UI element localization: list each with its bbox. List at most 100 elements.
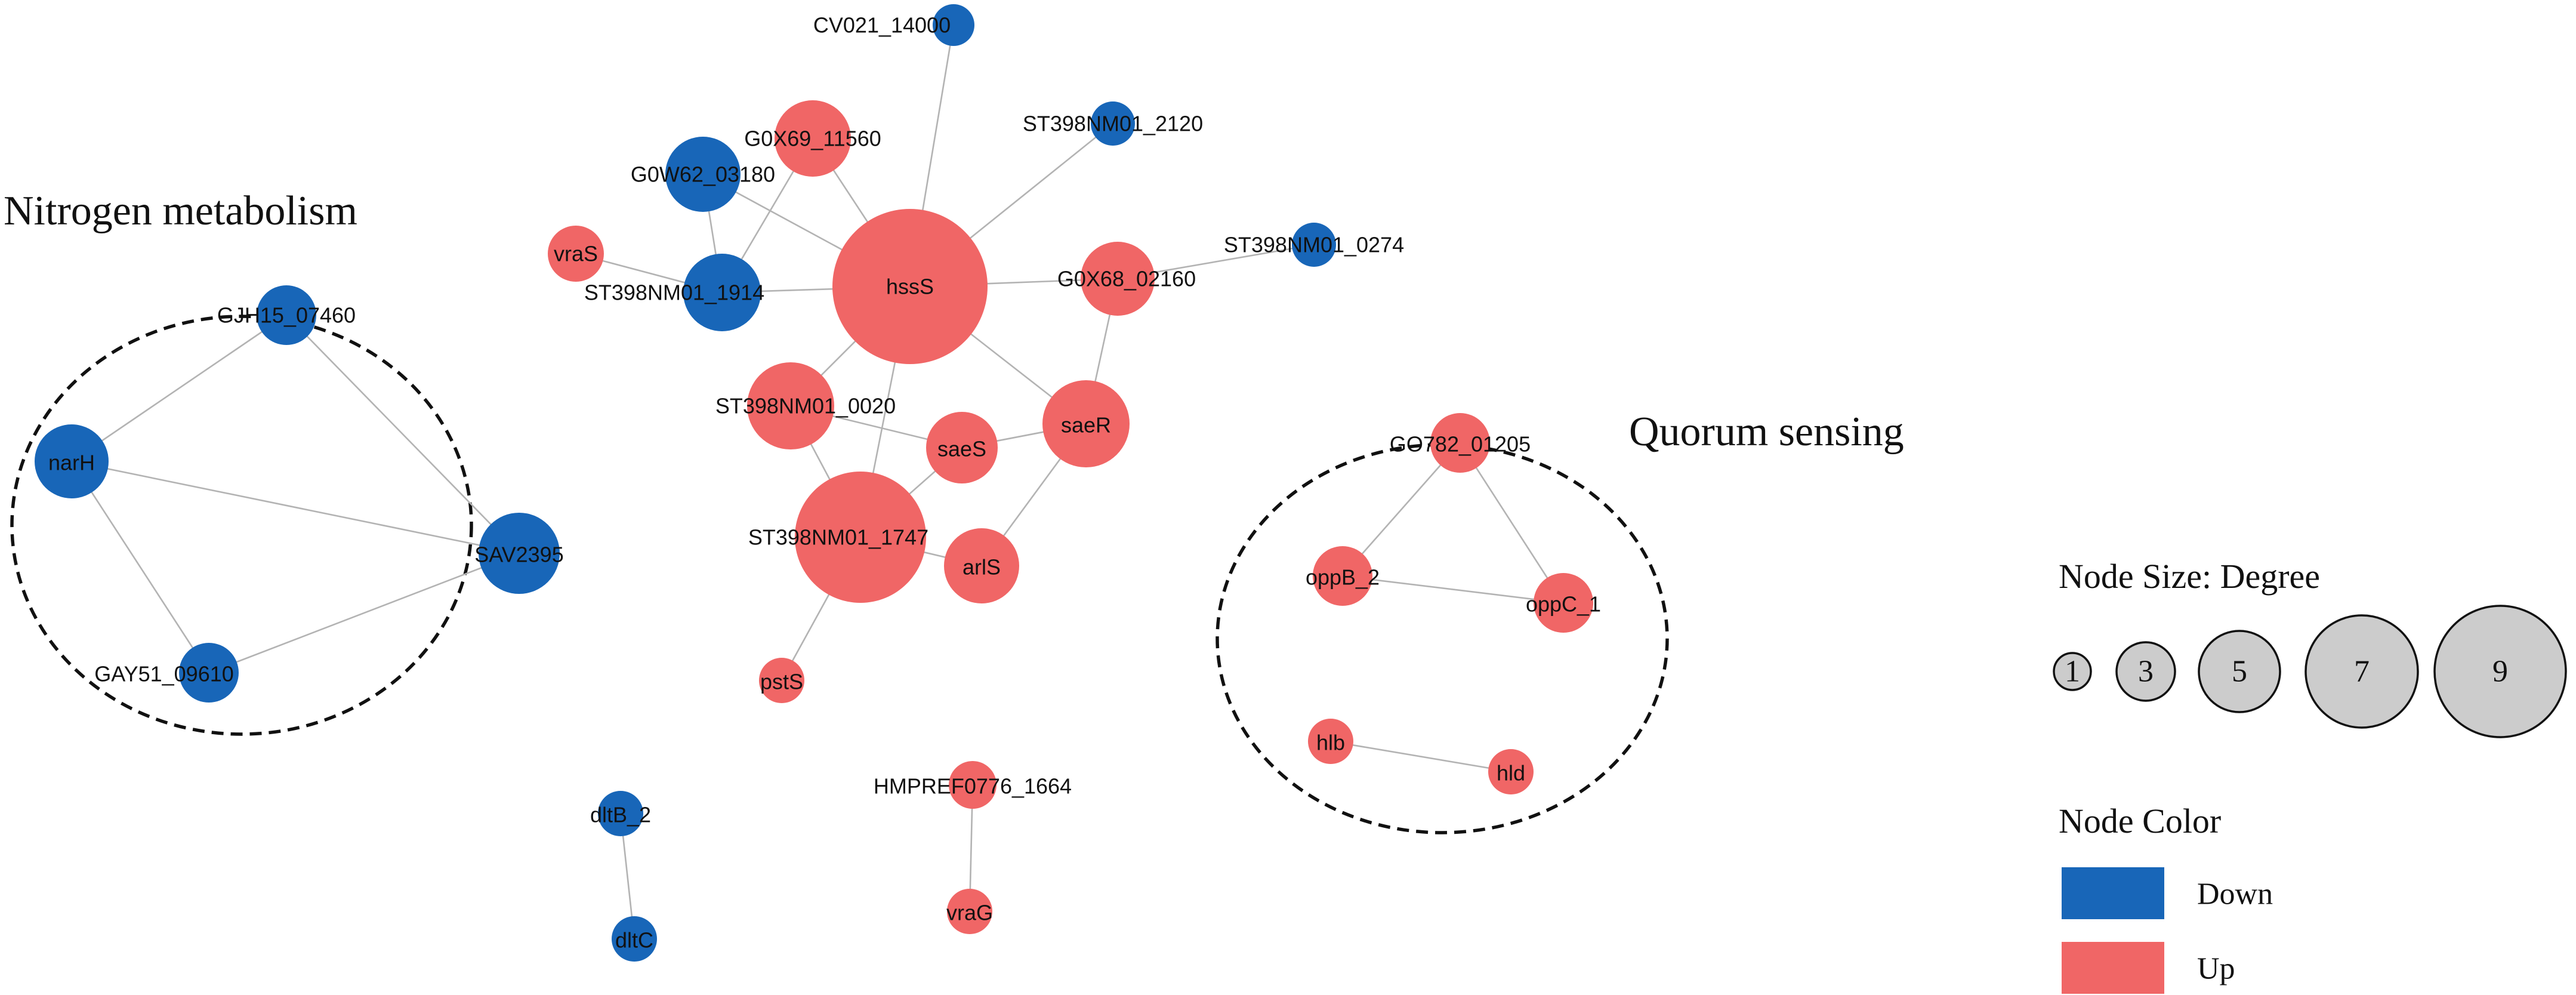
node-G0X69_11560[interactable]: G0X69_11560 <box>744 100 881 177</box>
node-circle[interactable] <box>1488 749 1534 794</box>
node-vraS[interactable]: vraS <box>548 226 604 282</box>
node-G0X68_02160[interactable]: G0X68_02160 <box>1057 242 1196 316</box>
node-label: GAY51_09610 <box>94 662 234 686</box>
node-circle[interactable] <box>1534 573 1593 633</box>
node-circle[interactable] <box>775 100 851 177</box>
color-swatch-up <box>2062 942 2164 994</box>
nodes-layer: CV021_14000ST398NM01_2120ST398NM01_0274G… <box>35 4 1601 962</box>
color-swatch-down <box>2062 867 2164 919</box>
size-legend-circle-7 <box>2304 614 2419 729</box>
node-label: hssS <box>886 275 934 299</box>
node-saeS[interactable]: saeS <box>926 412 998 483</box>
node-label: oppB_2 <box>1306 565 1380 590</box>
node-arlS[interactable]: arlS <box>944 528 1019 603</box>
node-ST398NM01_2120[interactable]: ST398NM01_2120 <box>1023 101 1203 146</box>
node-label: SAV2395 <box>474 543 563 567</box>
node-dltC[interactable]: dltC <box>612 916 657 962</box>
node-label: ST398NM01_1747 <box>748 525 928 550</box>
node-label: saeR <box>1061 413 1111 438</box>
node-circle[interactable] <box>479 513 560 594</box>
edge-GJH15_07460-SAV2395 <box>286 315 520 554</box>
node-narH[interactable]: narH <box>35 424 109 498</box>
node-pstS[interactable]: pstS <box>759 658 804 703</box>
node-circle[interactable] <box>944 528 1019 603</box>
node-circle[interactable] <box>1091 101 1135 146</box>
node-circle[interactable] <box>926 412 998 483</box>
node-circle[interactable] <box>1042 380 1130 467</box>
region-quorum <box>1215 443 1669 834</box>
node-circle[interactable] <box>949 761 997 809</box>
edge-GO782_01205-oppC_1 <box>1459 442 1565 603</box>
node-GO782_01205[interactable]: GO782_01205 <box>1390 413 1531 473</box>
node-label: G0X68_02160 <box>1057 267 1196 291</box>
node-circle[interactable] <box>832 209 988 364</box>
node-label: pstS <box>760 670 803 694</box>
node-label: vraG <box>946 901 993 925</box>
node-ST398NM01_0274[interactable]: ST398NM01_0274 <box>1224 223 1404 267</box>
region-title-nitrogen: Nitrogen metabolism <box>4 188 357 234</box>
node-CV021_14000[interactable]: CV021_14000 <box>813 4 974 46</box>
node-label: GJH15_07460 <box>217 303 356 328</box>
node-circle[interactable] <box>1313 546 1372 606</box>
node-label: ST398NM01_0020 <box>715 394 896 418</box>
node-circle[interactable] <box>35 424 109 498</box>
node-circle[interactable] <box>795 472 926 603</box>
node-circle[interactable] <box>1308 719 1353 764</box>
node-label: hld <box>1497 761 1525 785</box>
node-oppB_2[interactable]: oppB_2 <box>1306 546 1380 606</box>
node-SAV2395[interactable]: SAV2395 <box>474 513 564 594</box>
edge-hlb-hld <box>1330 740 1511 773</box>
size-legend-circle-3 <box>2115 641 2176 702</box>
node-circle[interactable] <box>612 916 657 962</box>
edge-narH-SAV2395 <box>71 460 520 555</box>
node-ST398NM01_1914[interactable]: ST398NM01_1914 <box>584 254 764 331</box>
node-circle[interactable] <box>179 643 239 703</box>
node-circle[interactable] <box>548 226 604 282</box>
edge-narH-GJH15_07460 <box>71 314 287 463</box>
node-label: ST398NM01_1914 <box>584 281 764 305</box>
node-label: G0X69_11560 <box>744 127 881 151</box>
node-HMPREF0776_1664[interactable]: HMPREF0776_1664 <box>874 761 1072 809</box>
node-label: arlS <box>962 555 1001 580</box>
node-label: G0W62_03180 <box>631 162 775 187</box>
node-vraG[interactable]: vraG <box>946 889 993 934</box>
node-hssS[interactable]: hssS <box>832 209 988 364</box>
size-legend-circle-1 <box>2053 652 2092 691</box>
node-label: CV021_14000 <box>813 13 951 38</box>
node-circle[interactable] <box>683 254 761 331</box>
size-legend-label-9: 9 <box>2492 655 2508 689</box>
node-label: GO782_01205 <box>1390 432 1531 457</box>
node-circle[interactable] <box>1430 413 1490 473</box>
node-circle[interactable] <box>598 791 643 836</box>
node-circle[interactable] <box>933 4 974 46</box>
node-ST398NM01_1747[interactable]: ST398NM01_1747 <box>748 472 928 603</box>
node-label: ST398NM01_2120 <box>1023 112 1203 136</box>
node-circle[interactable] <box>257 285 316 345</box>
node-circle[interactable] <box>759 658 804 703</box>
node-circle[interactable] <box>665 137 741 212</box>
node-hlb[interactable]: hlb <box>1308 719 1353 764</box>
edge-GAY51_09610-SAV2395 <box>208 552 520 674</box>
region-title-quorum: Quorum sensing <box>1629 409 1904 455</box>
node-saeR[interactable]: saeR <box>1042 380 1130 467</box>
node-circle[interactable] <box>747 362 834 449</box>
node-label: dltC <box>615 928 653 953</box>
node-GAY51_09610[interactable]: GAY51_09610 <box>94 643 239 703</box>
node-GJH15_07460[interactable]: GJH15_07460 <box>217 285 356 345</box>
node-dltB_2[interactable]: dltB_2 <box>590 791 651 836</box>
node-ST398NM01_0020[interactable]: ST398NM01_0020 <box>715 362 896 449</box>
node-label: vraS <box>554 242 598 266</box>
size-legend-label-1: 1 <box>2065 655 2080 689</box>
node-oppC_1[interactable]: oppC_1 <box>1526 573 1601 633</box>
regions-layer: Nitrogen metabolism Quorum sensing <box>4 188 1904 834</box>
node-circle[interactable] <box>1292 223 1336 267</box>
node-circle[interactable] <box>1081 242 1155 316</box>
node-hld[interactable]: hld <box>1488 749 1534 794</box>
node-circle[interactable] <box>947 889 992 934</box>
node-G0W62_03180[interactable]: G0W62_03180 <box>631 137 775 212</box>
